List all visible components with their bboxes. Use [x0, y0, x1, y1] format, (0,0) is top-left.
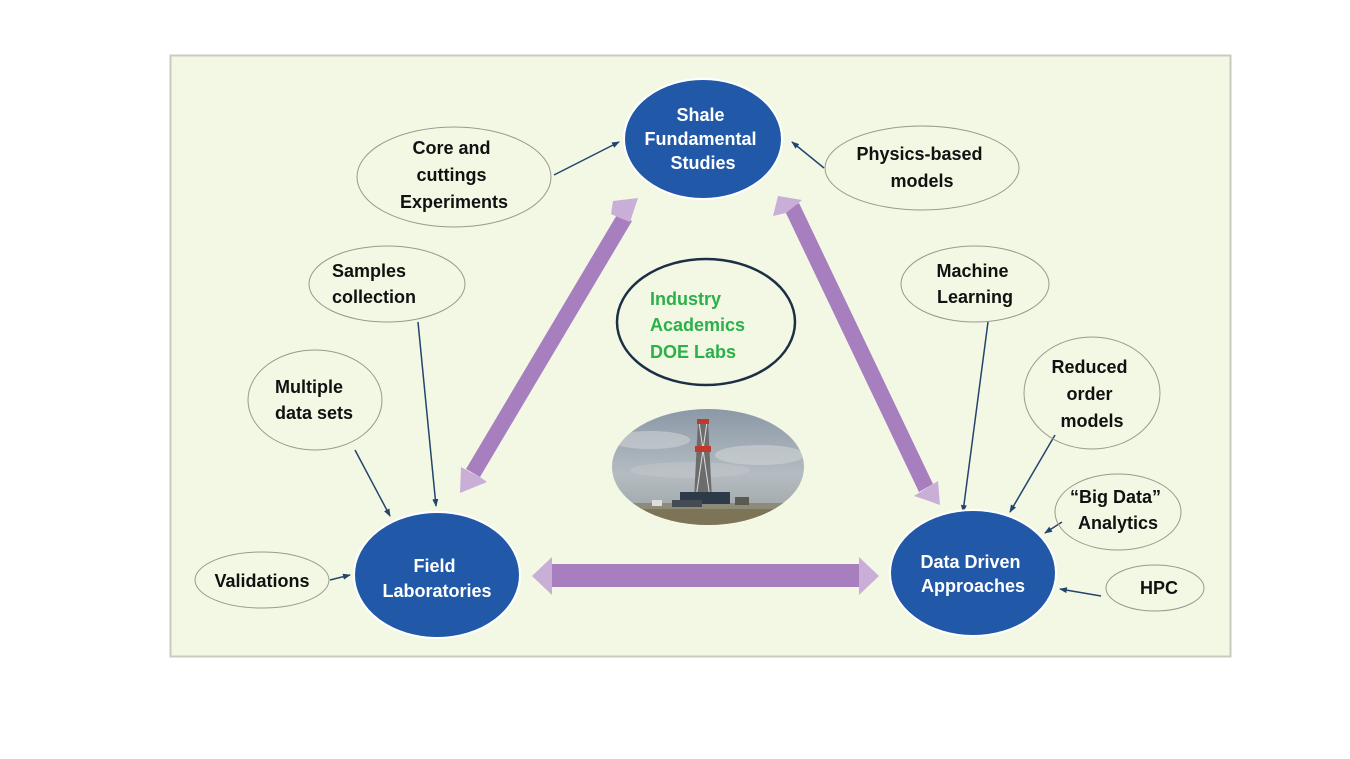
- partners-ellipse: Industry Academics DOE Labs: [615, 257, 797, 387]
- satellite-label-line: Machine: [936, 261, 1008, 281]
- satellite-label: Reduced order models: [1051, 357, 1132, 431]
- satellite-shape: [247, 349, 383, 451]
- satellite-label-line: Samples: [332, 261, 406, 281]
- double-arrow-shale-field: [460, 198, 638, 493]
- hub-label: Data Driven Approaches: [920, 552, 1025, 596]
- satellite-label-line: “Big Data”: [1070, 487, 1161, 507]
- hub-label-line: Laboratories: [382, 581, 491, 601]
- satellite-shape: [194, 551, 330, 609]
- satellite-shape: [824, 125, 1020, 211]
- arrowhead-down: [460, 467, 487, 493]
- satellite-label: Core and cuttings Experiments: [400, 138, 508, 212]
- satellite-label-line: Core and: [412, 138, 490, 158]
- connector-rom-to-data: [1009, 434, 1056, 513]
- satellite-label-line: models: [890, 171, 953, 191]
- satellite-validations[interactable]: Validations: [194, 551, 330, 609]
- connector-samples-to-field: [417, 321, 439, 507]
- satellite-samples-collection[interactable]: Samples collection: [308, 245, 466, 323]
- satellite-label-line: Analytics: [1078, 513, 1158, 533]
- connector-multiple-to-field: [354, 449, 391, 517]
- satellite-label-line: models: [1060, 411, 1123, 431]
- hub-field-laboratories[interactable]: Field Laboratories: [353, 511, 521, 639]
- connector-core-to-shale: [553, 141, 620, 176]
- satellite-hpc[interactable]: HPC: [1105, 564, 1205, 612]
- satellite-label-line: collection: [332, 287, 416, 307]
- hub-label-line: Shale: [676, 105, 724, 125]
- satellite-label: Machine Learning: [936, 261, 1013, 307]
- satellite-label-line: Experiments: [400, 192, 508, 212]
- satellite-shape: [1105, 564, 1205, 612]
- satellite-shape: [1023, 336, 1161, 450]
- arrowhead-left: [532, 557, 552, 595]
- satellite-reduced-order-models[interactable]: Reduced order models: [1023, 336, 1161, 450]
- double-arrow-field-data: [532, 557, 879, 595]
- hub-shale-fundamental-studies[interactable]: Shale Fundamental Studies: [623, 78, 783, 200]
- satellite-shape: [356, 126, 552, 228]
- partners-shape: [615, 257, 797, 387]
- satellite-label-line: Physics-based: [856, 144, 982, 164]
- satellite-label: Multiple data sets: [275, 377, 353, 423]
- hub-label-line: Data Driven: [920, 552, 1020, 572]
- satellite-label-line: Multiple: [275, 377, 343, 397]
- satellite-label-line: data sets: [275, 403, 353, 423]
- arrowhead-up: [611, 198, 638, 222]
- satellite-label-line: cuttings: [416, 165, 486, 185]
- partners-label-line: DOE Labs: [650, 342, 736, 362]
- satellite-label: “Big Data” Analytics: [1070, 487, 1166, 533]
- satellite-label: HPC: [1140, 578, 1178, 598]
- hub-label: Field Laboratories: [382, 556, 491, 601]
- connector-hpc-to-data: [1059, 587, 1102, 597]
- hub-label: Shale Fundamental Studies: [644, 105, 761, 173]
- satellite-label-line: Validations: [214, 571, 309, 591]
- connector-validations-to-field: [329, 573, 351, 581]
- double-arrow-shale-data: [773, 196, 940, 505]
- satellite-big-data-analytics[interactable]: “Big Data” Analytics: [1054, 473, 1182, 551]
- arrow-shaft: [785, 203, 933, 492]
- satellite-machine-learning[interactable]: Machine Learning: [900, 245, 1050, 323]
- satellite-label: Validations: [214, 571, 309, 591]
- hub-label-line: Field: [413, 556, 455, 576]
- hub-shape: [623, 78, 783, 200]
- satellite-label: Samples collection: [332, 261, 416, 307]
- satellite-shape: [308, 245, 466, 323]
- satellite-shape: [900, 245, 1050, 323]
- satellite-physics-based-models[interactable]: Physics-based models: [824, 125, 1020, 211]
- hub-label-line: Fundamental: [644, 129, 756, 149]
- arrowhead-right: [859, 557, 879, 595]
- hub-shape: [889, 509, 1057, 637]
- connector-bigdata-to-data: [1044, 521, 1063, 534]
- partners-label-line: Academics: [650, 315, 745, 335]
- satellite-shape: [1054, 473, 1182, 551]
- hub-label-line: Approaches: [921, 576, 1025, 596]
- connector-ml-to-data: [960, 321, 989, 513]
- arrow-shaft: [551, 564, 859, 587]
- arrow-shaft: [466, 213, 632, 477]
- satellite-label-line: order: [1066, 384, 1112, 404]
- satellite-multiple-data-sets[interactable]: Multiple data sets: [247, 349, 383, 451]
- hub-data-driven-approaches[interactable]: Data Driven Approaches: [889, 509, 1057, 637]
- satellite-label-line: Reduced: [1051, 357, 1127, 377]
- partners-label: Industry Academics DOE Labs: [650, 289, 750, 362]
- hub-label-line: Studies: [670, 153, 735, 173]
- satellite-label-line: Learning: [937, 287, 1013, 307]
- partners-label-line: Industry: [650, 289, 721, 309]
- connectors: [329, 141, 1102, 597]
- satellite-core-and-cuttings-experiments[interactable]: Core and cuttings Experiments: [356, 126, 552, 228]
- satellite-label-line: HPC: [1140, 578, 1178, 598]
- connector-physics-to-shale: [791, 141, 825, 169]
- hub-shape: [353, 511, 521, 639]
- arrowhead-down: [914, 481, 940, 505]
- satellite-label: Physics-based models: [856, 144, 987, 191]
- arrowhead-up: [773, 196, 802, 216]
